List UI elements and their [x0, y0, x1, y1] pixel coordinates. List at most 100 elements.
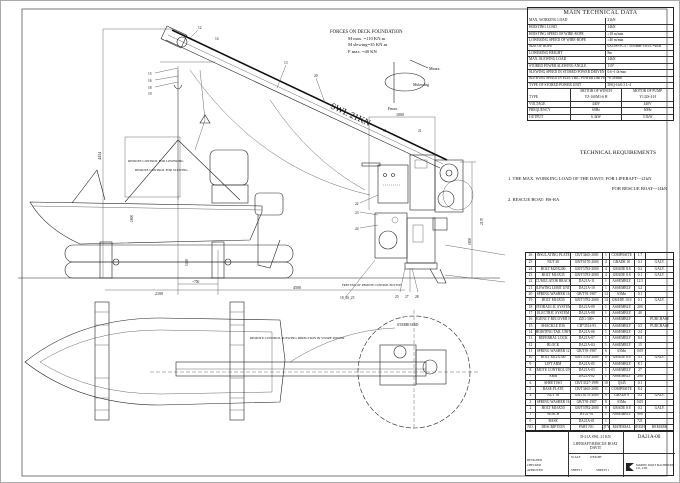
callout-15: 15 — [148, 72, 152, 76]
parts-cell: 4 — [529, 393, 532, 398]
parts-cell: 12.5 — [633, 279, 646, 285]
parts-cell: 8.4 — [633, 336, 646, 342]
designed-label: DESIGNED — [527, 458, 542, 462]
callout-21: 21 — [418, 129, 422, 133]
dim-1450-label: 1450 — [185, 259, 189, 266]
parts-cell: GB/T5782-2000 — [570, 298, 602, 304]
callout-20: 20 — [314, 74, 318, 78]
parts-cell: GALV. — [645, 393, 673, 399]
forces-m-slewing: M slewing=35 KN.m — [348, 42, 388, 47]
parts-cell: GRADE 8.8 — [608, 355, 634, 361]
parts-cell — [645, 253, 673, 260]
parts-cell: ASSEMBLY — [608, 368, 634, 374]
parts-cell: GB/T93-1987 — [570, 399, 602, 406]
parts-cell — [645, 349, 673, 355]
parts-cell: 4 — [601, 273, 609, 279]
parts-cell — [645, 374, 673, 380]
boom-swl-label: SWL 21KN — [329, 101, 373, 128]
parts-cell: ASSEMBLY — [608, 279, 634, 285]
elevation-view — [18, 25, 506, 299]
callout-13: 13 — [284, 61, 288, 65]
parts-cell: 1 — [601, 317, 609, 323]
callout-14: 14 — [215, 37, 219, 41]
parts-cell: BLOCK — [534, 342, 570, 349]
parts-cell: 27 — [633, 368, 646, 374]
boom-head — [160, 25, 188, 49]
parts-cell: Q345 — [608, 380, 634, 387]
boat-plan-outline — [24, 317, 286, 406]
boat-windscreen — [71, 169, 106, 204]
parts-cell: CB*3514-93 — [570, 323, 602, 330]
approved-label: APPROVED — [527, 468, 543, 472]
dim-1000-label: 1000 — [396, 112, 404, 117]
parts-cell — [645, 342, 673, 349]
tech-data-label: LOWERING HEIGHT — [529, 50, 563, 55]
parts-cell: 200 — [633, 304, 646, 311]
parts-cell: 14 — [528, 330, 533, 334]
parts-cell: 8 — [601, 399, 609, 406]
parts-cell: INSULATING PLATE — [534, 253, 570, 260]
checked-label: CHECKED — [527, 463, 542, 467]
parts-cell: GALV. — [645, 406, 673, 412]
tech-data-label: TYPE OF STORED POWER UNIT — [529, 82, 582, 87]
parts-cell: DA21A-01 — [570, 418, 602, 425]
tech-data-row: LOWERING SPEED OF WIRE-ROPE≥40 m/min — [528, 37, 673, 44]
winch-plan — [415, 349, 447, 385]
parts-cell: GB/T5782-2000 — [570, 406, 602, 412]
pedestal — [406, 217, 436, 264]
parts-cell: 1 — [601, 304, 609, 311]
parts-cell: 0.1 — [633, 380, 646, 387]
parts-cell: DESCRIPTION — [534, 425, 570, 431]
requirement-1b: FOR RESCUE BOAT---14kN — [612, 186, 668, 191]
parts-cell: ASSEMBLY — [608, 361, 634, 368]
winch-frame — [434, 159, 464, 213]
callout-22: 22 — [355, 202, 359, 206]
parts-cell: 18 — [528, 304, 533, 309]
dim-height-label: 4434 — [97, 152, 102, 160]
motor-pump-value: 5.5kW — [621, 114, 673, 121]
parts-cell: GB/T5783-2000 — [570, 273, 602, 279]
parts-cell: CB/T3465-2005 — [570, 253, 602, 260]
outboard-motor — [254, 192, 284, 216]
motor-data-label: FREQUENCY — [529, 108, 551, 113]
parts-cell: 8.4 — [633, 387, 646, 393]
parts-cell: GRADE 10.9 — [608, 298, 634, 304]
tech-data-value: 110° — [605, 63, 673, 70]
parts-cell: 8 — [529, 368, 532, 373]
parts-cell: NUT 16 — [534, 393, 570, 399]
motor-header-pump: MOTOR OF PUMP — [621, 89, 673, 95]
parts-cell: ASSEMBLY — [608, 374, 634, 380]
parts-cell: PURCHASE — [645, 317, 673, 323]
tech-data-value: 14kN — [605, 57, 673, 63]
label-m-slewing: Mslewing — [413, 82, 429, 87]
parts-cell: 65Mn — [608, 349, 634, 355]
requirement-2: 2. RESCUE BOAT: HS-RA — [508, 197, 560, 202]
parts-cell: DA21A-08 — [570, 311, 602, 317]
boom-bottom-chord — [165, 39, 441, 169]
cradle-plan-left — [94, 301, 110, 421]
parts-cell: SPRING WASHER 16 — [534, 399, 570, 406]
tech-data-label: SIZE OF ROPE — [529, 44, 553, 49]
title-block: DESIGNED CHECKED APPROVED D-21A SWL 21 K… — [525, 430, 675, 477]
motor-header-winch: MOTOR OF WINCH — [569, 89, 622, 95]
parts-cell: HYDRAULIC SYSTEM — [534, 304, 571, 311]
parts-cell: 1 — [601, 418, 609, 425]
title-area: D-21A SWL 21 KN LIFERAFT/RESCUE BOAT DAV… — [568, 431, 624, 454]
parts-cell — [645, 418, 673, 425]
dim-750-label: ~750 — [192, 280, 200, 284]
tech-data-label: MAX. SLEWING LOAD — [529, 57, 567, 62]
tech-data-label: MAX. WORKING LOAD — [529, 18, 568, 23]
parts-cell — [645, 285, 673, 292]
parts-cell: 1 — [601, 368, 609, 374]
